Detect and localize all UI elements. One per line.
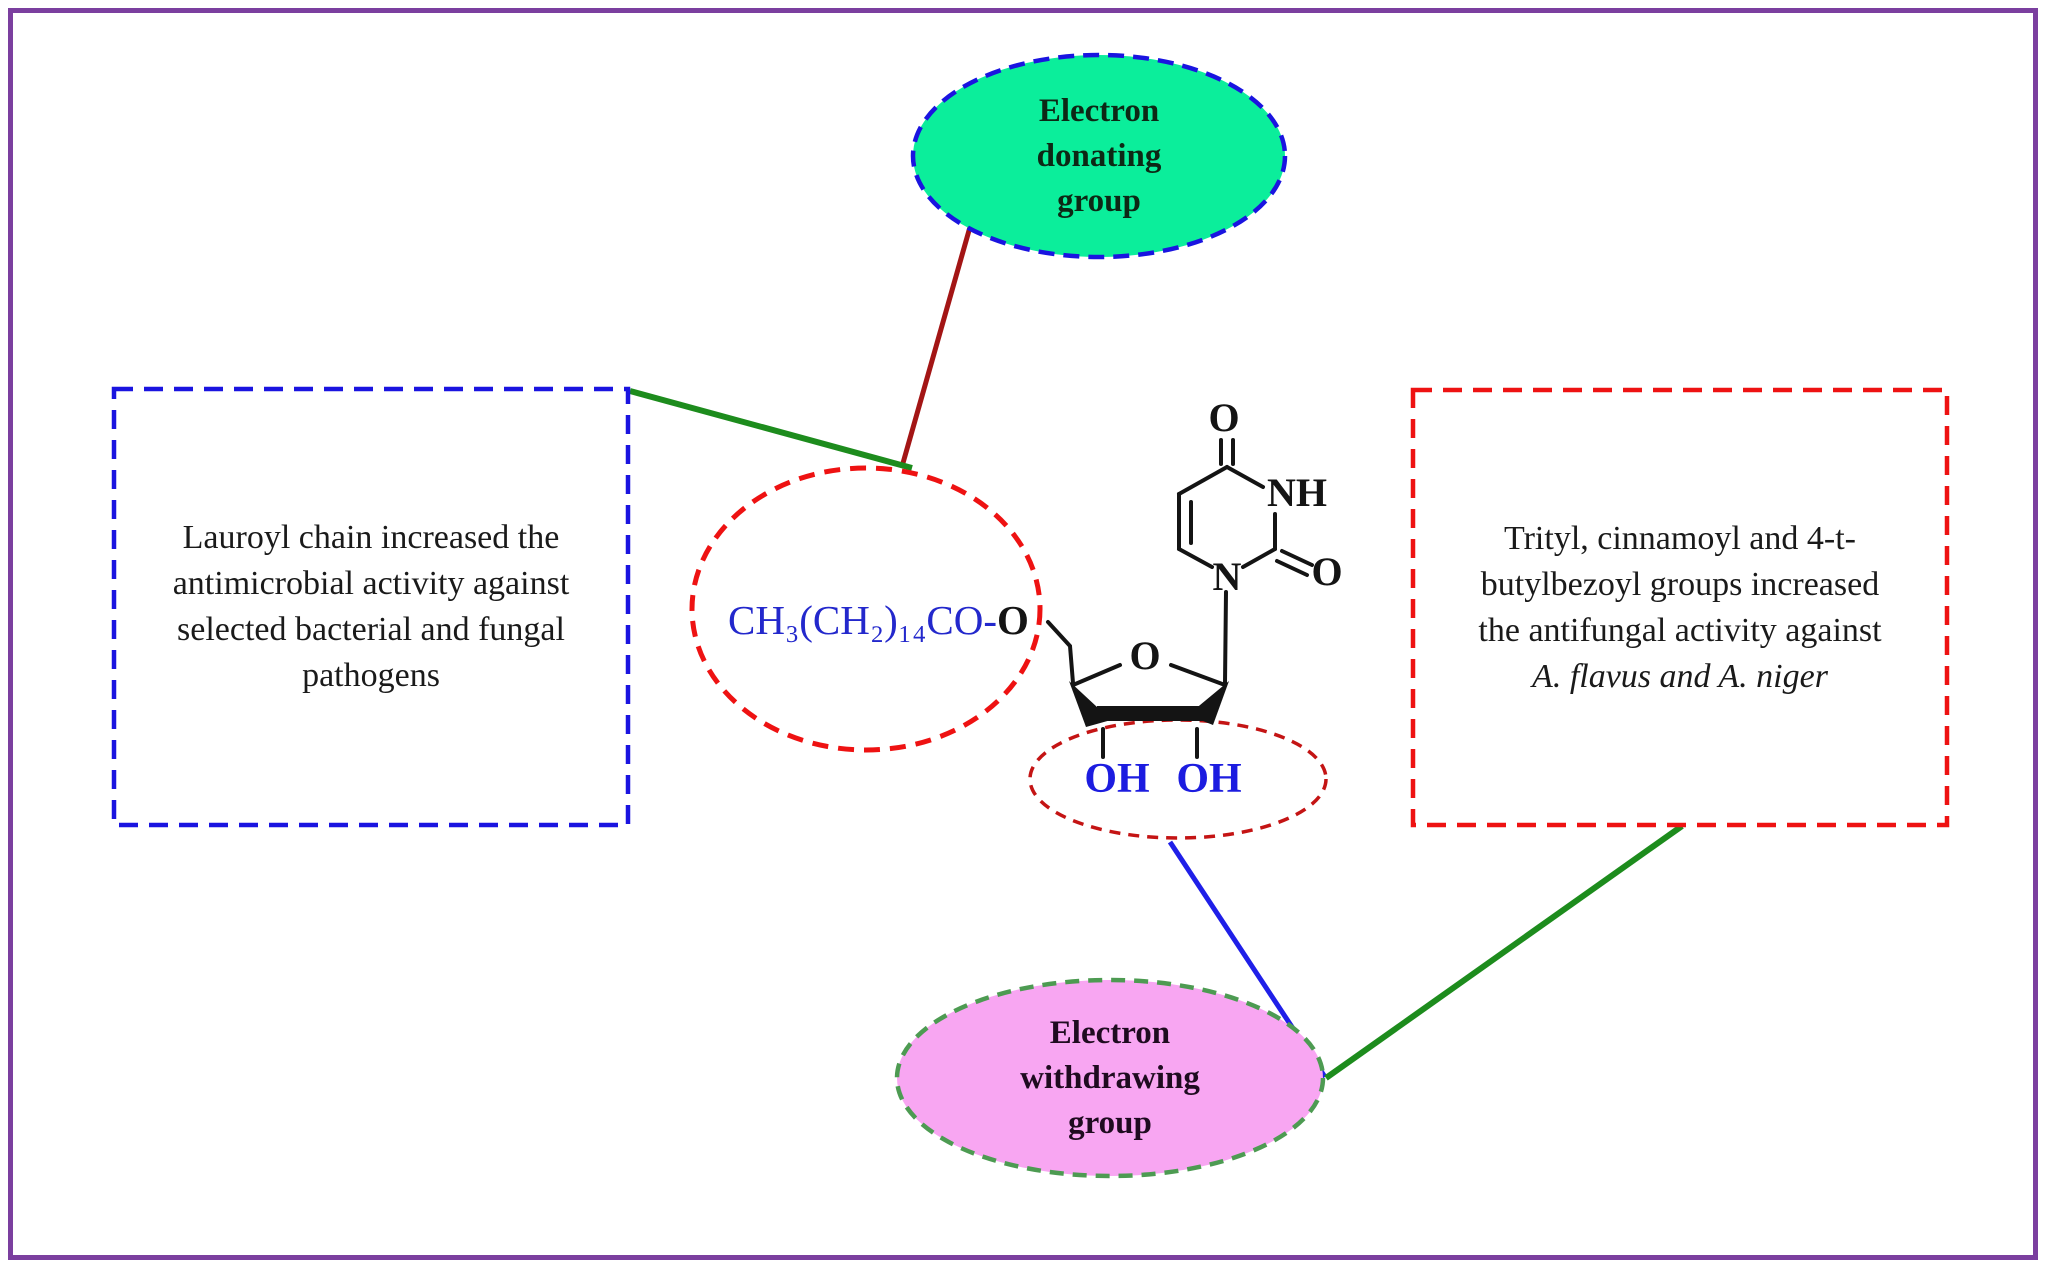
uracil-bond-n1-c2 bbox=[1241, 547, 1277, 569]
trityl-note-italic-text: A. flavus and A. niger bbox=[1532, 657, 1828, 695]
lauroyl-note-text: Lauroyl chain increased the antimicrobia… bbox=[172, 519, 570, 694]
figure-frame bbox=[8, 8, 2038, 1260]
chain-formula: CH₃(CH₂)₁₄CO-O bbox=[728, 596, 1029, 644]
ester-oxygen-label: O bbox=[997, 597, 1029, 643]
hydroxyl-circle bbox=[1028, 718, 1328, 840]
ester-linkage-bond bbox=[1046, 620, 1075, 685]
uracil-bond-c6-n1 bbox=[1177, 547, 1214, 569]
electron-donating-ellipse bbox=[910, 52, 1288, 260]
trityl-note: Trityl, cinnamoyl and 4-t- butylbezoyl g… bbox=[1413, 390, 1947, 825]
lauroyl-note: Lauroyl chain increased the antimicrobia… bbox=[114, 389, 628, 825]
n1-label: N bbox=[1212, 554, 1242, 599]
sugar-wedge-bonds bbox=[1069, 681, 1229, 727]
connector-darkred-line bbox=[900, 226, 973, 464]
n3-label: NH bbox=[1267, 470, 1327, 515]
connector-green-left-line bbox=[629, 388, 913, 471]
electron-donating-label: Electron donating group bbox=[1036, 92, 1162, 219]
electron-withdrawing-ellipse bbox=[894, 977, 1326, 1179]
sugar-ring-bond-right bbox=[1169, 663, 1227, 687]
lauroyl-box-outline bbox=[111, 386, 631, 828]
carbonyl-right-bond-1 bbox=[1280, 549, 1314, 567]
electron-withdrawing-label: Electron withdrawing group bbox=[1020, 1014, 1200, 1141]
trityl-note-text: Trityl, cinnamoyl and 4-t- butylbezoyl g… bbox=[1478, 519, 1882, 649]
n1-sugar-bond bbox=[1223, 590, 1228, 685]
molecule-bonds bbox=[1046, 438, 1314, 759]
uracil-bond-c4-n3 bbox=[1225, 465, 1265, 489]
sugar-wedge-bar bbox=[1097, 706, 1203, 721]
sugar-wedge-right bbox=[1188, 681, 1229, 725]
sugar-ring-bond-left bbox=[1071, 663, 1122, 687]
connector-green-right-line bbox=[1324, 823, 1684, 1081]
carbonyl-top-label: O bbox=[1208, 395, 1240, 440]
trityl-box-outline bbox=[1410, 387, 1950, 828]
acyl-chain-circle bbox=[689, 465, 1043, 753]
uracil-bond-c5-c4 bbox=[1177, 465, 1229, 496]
chain-formula-blue: CH₃(CH₂)₁₄CO- bbox=[728, 597, 998, 643]
ring-oxygen-label: O bbox=[1129, 633, 1161, 678]
hydroxyl-right-label: OH bbox=[1176, 756, 1242, 802]
hydroxyl-left-label: OH bbox=[1084, 756, 1150, 802]
carbonyl-right-label: O bbox=[1311, 549, 1343, 594]
carbonyl-right-bond-2 bbox=[1275, 559, 1309, 577]
